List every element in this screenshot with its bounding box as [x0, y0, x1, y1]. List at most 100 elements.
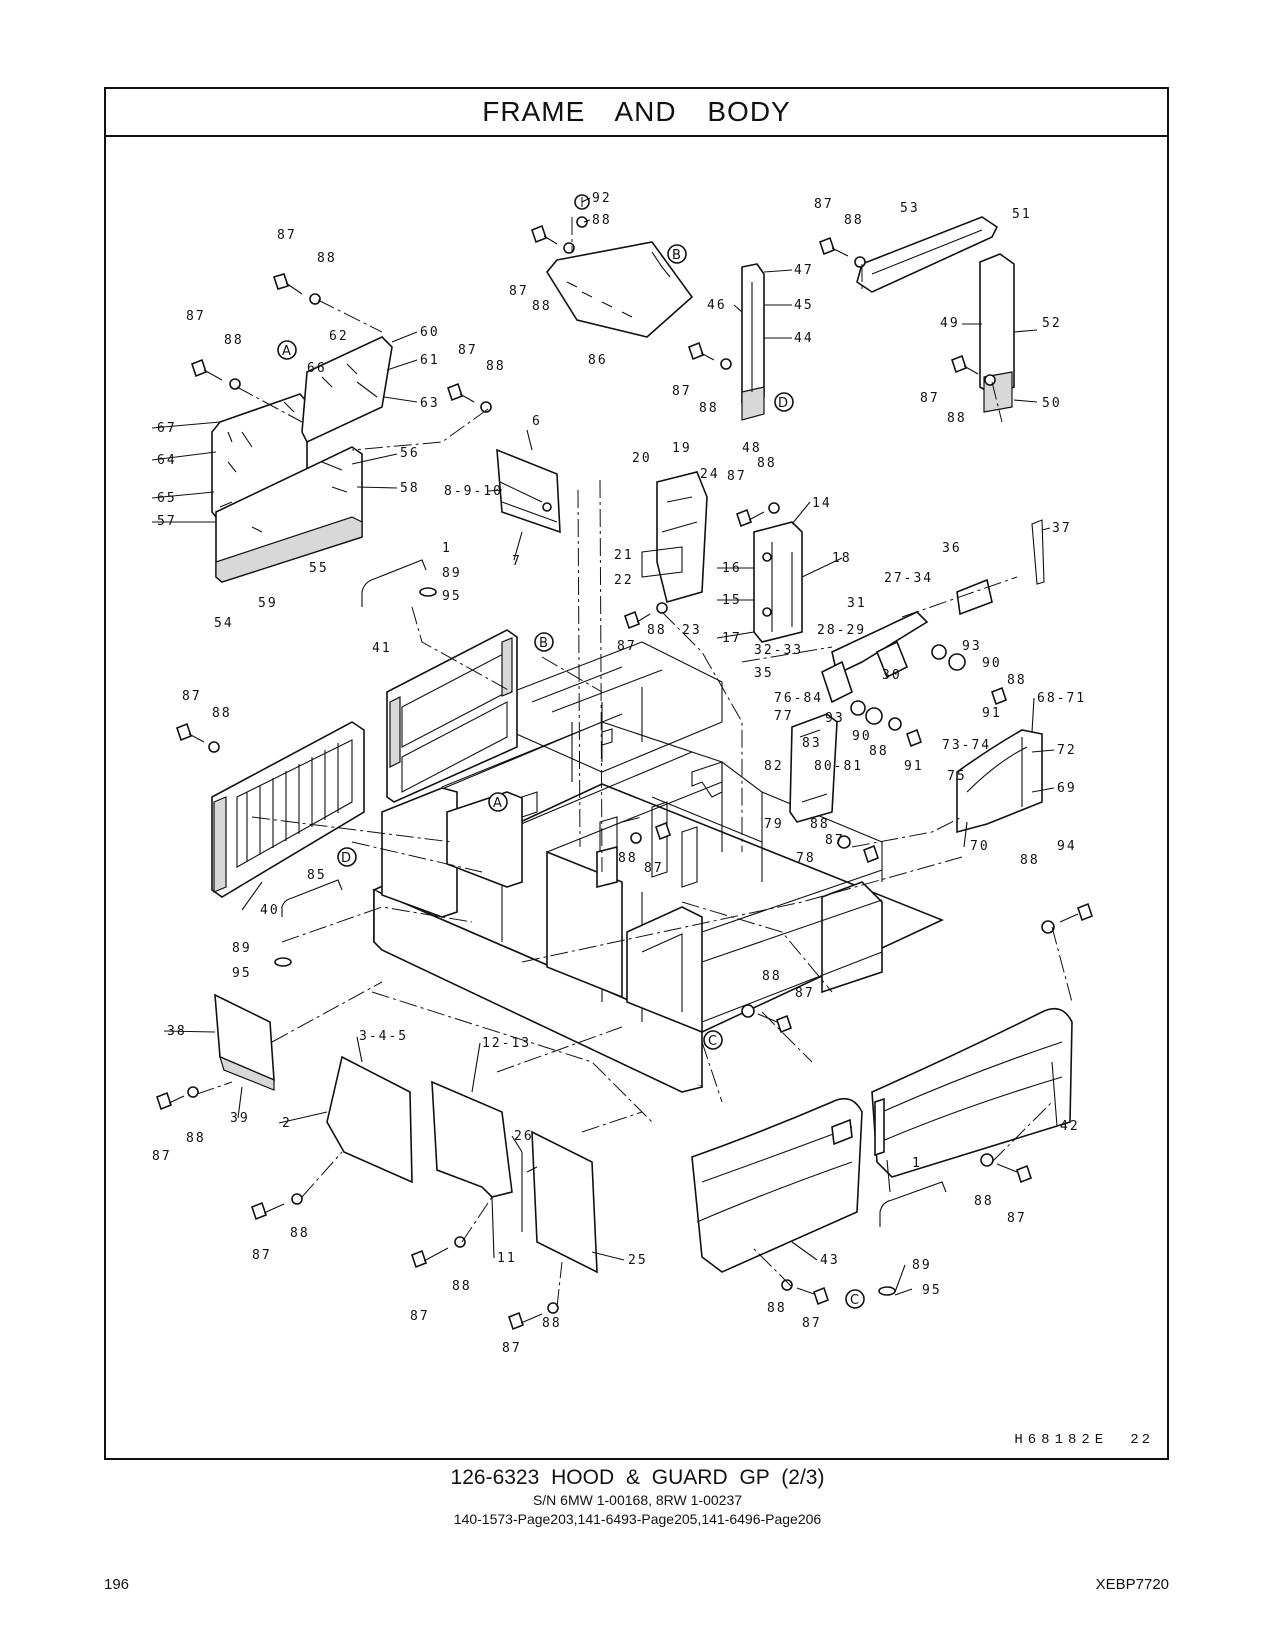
svg-text:87: 87 — [727, 469, 747, 484]
svg-text:37: 37 — [1052, 521, 1072, 536]
fasteners — [156, 224, 1093, 1331]
svg-text:1: 1 — [912, 1156, 922, 1171]
page-number: 196 — [104, 1576, 130, 1593]
svg-text:C: C — [708, 1034, 717, 1049]
svg-text:C: C — [850, 1293, 859, 1308]
bracket-14-18 — [753, 521, 803, 643]
svg-text:B: B — [539, 636, 548, 651]
drawing-frame: FRAME AND BODY — [104, 87, 1169, 1460]
svg-text:50: 50 — [1042, 396, 1062, 411]
vertical-column-44-48 — [741, 263, 765, 421]
svg-text:7: 7 — [512, 554, 522, 569]
svg-text:28-29: 28-29 — [817, 623, 866, 638]
svg-text:A: A — [282, 344, 291, 359]
side-cover-43 — [691, 1097, 863, 1273]
main-frame-assembly — [372, 641, 945, 1093]
hood-68-75 — [956, 729, 1043, 834]
svg-text:83: 83 — [802, 736, 822, 751]
svg-text:77: 77 — [774, 709, 794, 724]
handles — [281, 559, 947, 1227]
lower-left-plates — [214, 993, 598, 1274]
drawing-title-bar: FRAME AND BODY — [106, 89, 1167, 137]
svg-text:24: 24 — [700, 467, 720, 482]
callout-a-top: A — [277, 340, 297, 360]
svg-text:A: A — [493, 796, 502, 811]
svg-text:88: 88 — [844, 213, 864, 228]
svg-text:87: 87 — [186, 309, 206, 324]
svg-text:30: 30 — [882, 668, 902, 683]
svg-text:88: 88 — [767, 1301, 787, 1316]
svg-text:17: 17 — [722, 631, 742, 646]
svg-text:25: 25 — [628, 1253, 648, 1268]
svg-text:88: 88 — [290, 1226, 310, 1241]
svg-text:85: 85 — [307, 868, 327, 883]
svg-text:95: 95 — [232, 966, 252, 981]
svg-text:91: 91 — [982, 706, 1002, 721]
svg-text:56: 56 — [400, 446, 420, 461]
svg-text:46: 46 — [707, 298, 727, 313]
svg-text:40: 40 — [260, 903, 280, 918]
drawing-sheet: 22 — [1130, 1432, 1153, 1448]
svg-text:12-13: 12-13 — [482, 1036, 531, 1051]
svg-text:95: 95 — [922, 1283, 942, 1298]
svg-text:87: 87 — [509, 284, 529, 299]
svg-text:87: 87 — [252, 1248, 272, 1263]
svg-text:87: 87 — [644, 861, 664, 876]
svg-text:68-71: 68-71 — [1037, 691, 1086, 706]
callout-d-mid: D — [337, 847, 357, 867]
part-labels: 92 88 87 88 86 87 88 53 51 52 49 50 87 8… — [152, 191, 1086, 1356]
document-id: XEBP7720 — [1095, 1576, 1169, 1593]
svg-text:88: 88 — [542, 1316, 562, 1331]
svg-text:88: 88 — [618, 851, 638, 866]
svg-text:43: 43 — [820, 1253, 840, 1268]
svg-text:35: 35 — [754, 666, 774, 681]
svg-text:67: 67 — [157, 421, 177, 436]
svg-text:79: 79 — [764, 817, 784, 832]
svg-text:49: 49 — [940, 316, 960, 331]
svg-text:87: 87 — [920, 391, 940, 406]
svg-text:61: 61 — [420, 353, 440, 368]
svg-text:53: 53 — [900, 201, 920, 216]
svg-text:88: 88 — [699, 401, 719, 416]
exploded-parts-diagram: A B D B A D C C 92 88 87 88 86 87 88 53 … — [151, 191, 1093, 1356]
svg-text:60: 60 — [420, 325, 440, 340]
svg-text:52: 52 — [1042, 316, 1062, 331]
svg-text:88: 88 — [452, 1279, 472, 1294]
svg-text:92: 92 — [592, 191, 612, 206]
callout-b-mid: B — [534, 632, 554, 652]
svg-text:63: 63 — [420, 396, 440, 411]
svg-text:B: B — [672, 248, 681, 263]
svg-text:41: 41 — [372, 641, 392, 656]
svg-text:87: 87 — [182, 689, 202, 704]
svg-text:87: 87 — [1007, 1211, 1027, 1226]
svg-text:88: 88 — [757, 456, 777, 471]
svg-text:D: D — [778, 396, 788, 411]
svg-text:87: 87 — [152, 1149, 172, 1164]
svg-text:87: 87 — [617, 639, 637, 654]
svg-text:87: 87 — [502, 1341, 522, 1356]
svg-text:88: 88 — [532, 299, 552, 314]
top-right-bars-49-53 — [856, 216, 1015, 413]
svg-text:23: 23 — [682, 623, 702, 638]
grille-41 — [386, 629, 518, 803]
callout-c-bottom: C — [845, 1289, 865, 1309]
svg-text:80-81: 80-81 — [814, 759, 863, 774]
svg-text:87: 87 — [277, 228, 297, 243]
svg-text:48: 48 — [742, 441, 762, 456]
svg-text:76-84: 76-84 — [774, 691, 823, 706]
leader-lines — [151, 197, 1058, 1296]
svg-text:58: 58 — [400, 481, 420, 496]
svg-text:36: 36 — [942, 541, 962, 556]
svg-text:19: 19 — [672, 441, 692, 456]
svg-text:87: 87 — [672, 384, 692, 399]
svg-text:1: 1 — [442, 541, 452, 556]
svg-text:89: 89 — [442, 566, 462, 581]
svg-text:87: 87 — [458, 343, 478, 358]
svg-text:D: D — [341, 851, 351, 866]
svg-text:89: 89 — [912, 1258, 932, 1273]
svg-text:88: 88 — [224, 333, 244, 348]
page-title: FRAME AND BODY — [482, 96, 791, 127]
svg-text:6: 6 — [532, 414, 542, 429]
svg-text:94: 94 — [1057, 839, 1077, 854]
